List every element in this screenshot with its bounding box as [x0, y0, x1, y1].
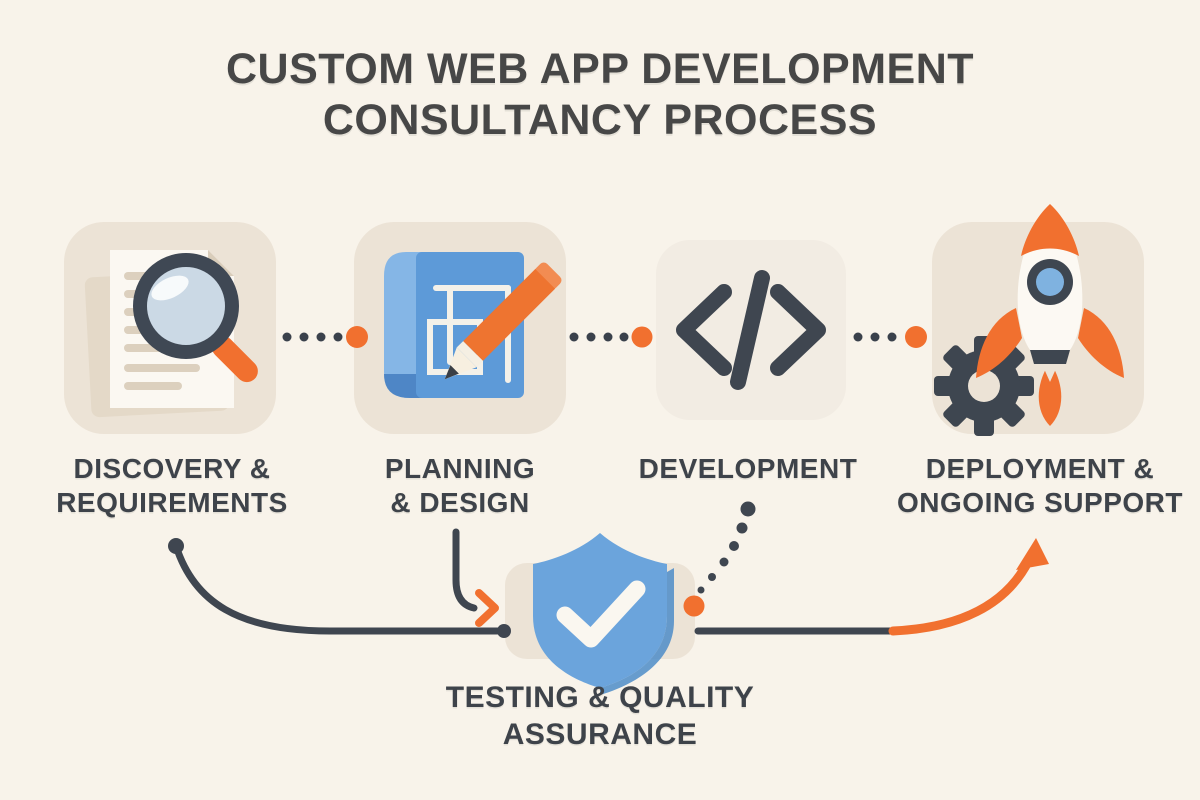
code-brackets-icon	[676, 270, 826, 390]
connector-planning-down-to-testing-arrow	[452, 528, 499, 627]
connector-discovery-down-to-testing-curve	[168, 538, 511, 638]
step-label-deployment: DEPLOYMENT & ONGOING SUPPORT	[897, 453, 1183, 519]
step-card-planning	[354, 222, 566, 434]
step-card-development	[656, 240, 846, 420]
page-title: CUSTOM WEB APP DEVELOPMENT CONSULTANCY P…	[0, 44, 1200, 145]
shield-checkmark-icon	[515, 527, 685, 695]
gear-rocket-icon	[934, 204, 1124, 436]
step-card-discovery	[64, 222, 276, 434]
document-magnifier-icon	[84, 250, 258, 418]
page-title-line1: CUSTOM WEB APP DEVELOPMENT	[225, 45, 975, 93]
step-label-testing: TESTING & QUALITY ASSURANCE	[445, 681, 755, 751]
step-card-deployment	[932, 204, 1144, 436]
step-label-planning: PLANNING & DESIGN	[384, 453, 536, 519]
connector-testing-up-to-deployment-arrow	[694, 538, 1049, 636]
page-title-line2: CONSULTANCY PROCESS	[322, 95, 878, 144]
blueprint-pencil-icon	[384, 252, 562, 398]
connector-planning-to-development-dots	[569, 326, 653, 348]
connector-development-to-deployment-dots	[853, 326, 927, 348]
step-label-development: DEVELOPMENT	[638, 453, 858, 484]
step-label-discovery: DISCOVERY & REQUIREMENTS	[56, 453, 288, 519]
